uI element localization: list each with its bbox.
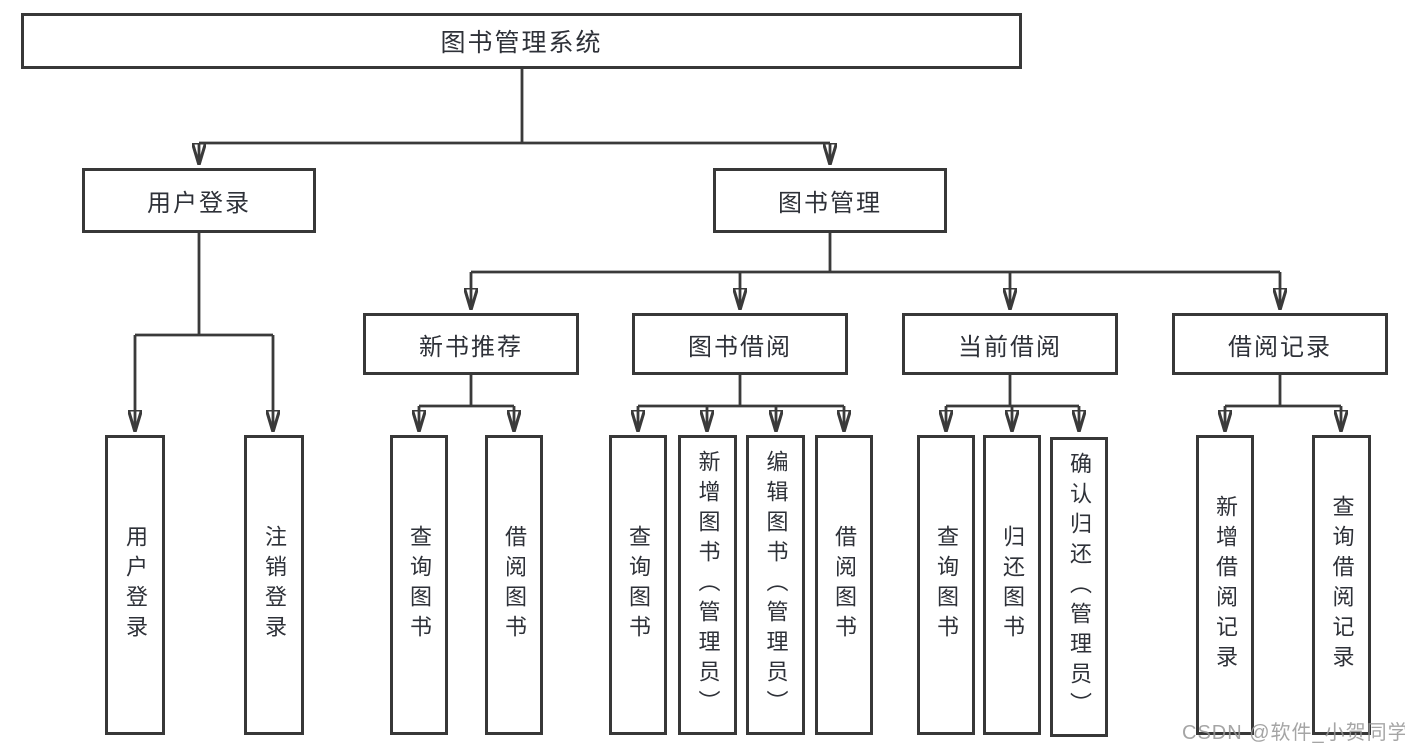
node-leaf-rec-query-record-label: 查询借阅记录: [1329, 495, 1355, 675]
node-book-management: 图书管理: [713, 168, 947, 233]
node-leaf-bb-edit-books-admin: 编辑图书（管理员）: [746, 435, 805, 735]
node-current-borrow: 当前借阅: [902, 313, 1118, 375]
node-leaf-user-login: 用户登录: [105, 435, 165, 735]
node-leaf-bb-borrow-books-label: 借阅图书: [832, 525, 857, 645]
node-leaf-bb-borrow-books: 借阅图书: [815, 435, 873, 735]
node-book-management-label: 图书管理: [778, 190, 882, 217]
node-leaf-nb-borrow-books-label: 借阅图书: [502, 525, 527, 645]
node-new-book-recommend-label: 新书推荐: [419, 333, 523, 361]
node-leaf-logout-label: 注销登录: [262, 525, 287, 645]
node-user-login-label: 用户登录: [147, 190, 251, 217]
node-book-borrow: 图书借阅: [632, 313, 848, 375]
node-root-label: 图书管理系统: [440, 29, 603, 57]
csdn-watermark: CSDN @软件_小贺同学: [1182, 722, 1405, 744]
node-book-borrow-label: 图书借阅: [688, 333, 792, 361]
node-leaf-rec-add-record-label: 新增借阅记录: [1213, 495, 1238, 675]
node-leaf-user-login-label: 用户登录: [123, 525, 148, 645]
node-leaf-rec-add-record: 新增借阅记录: [1196, 435, 1254, 735]
node-leaf-bb-add-books-admin: 新增图书（管理员）: [678, 435, 737, 735]
node-leaf-bb-edit-books-admin-label: 编辑图书（管理员）: [763, 450, 789, 720]
node-user-login: 用户登录: [82, 168, 316, 233]
node-leaf-bb-query-books: 查询图书: [609, 435, 667, 735]
node-leaf-cb-confirm-return-admin: 确认归还（管理员）: [1050, 437, 1108, 737]
node-leaf-cb-query-books-label: 查询图书: [934, 525, 959, 645]
node-new-book-recommend: 新书推荐: [363, 313, 579, 375]
node-borrow-records-label: 借阅记录: [1228, 333, 1332, 361]
node-leaf-logout: 注销登录: [244, 435, 304, 735]
node-leaf-rec-query-record: 查询借阅记录: [1312, 435, 1371, 735]
node-leaf-cb-return-books: 归还图书: [983, 435, 1041, 735]
node-current-borrow-label: 当前借阅: [958, 333, 1062, 361]
node-leaf-bb-query-books-label: 查询图书: [626, 525, 651, 645]
node-leaf-cb-query-books: 查询图书: [917, 435, 975, 735]
node-leaf-bb-add-books-admin-label: 新增图书（管理员）: [695, 450, 721, 720]
node-borrow-records: 借阅记录: [1172, 313, 1388, 375]
node-leaf-nb-query-books-label: 查询图书: [407, 525, 432, 645]
node-leaf-cb-confirm-return-admin-label: 确认归还（管理员）: [1067, 452, 1092, 722]
node-leaf-cb-return-books-label: 归还图书: [1000, 525, 1025, 645]
node-root-system: 图书管理系统: [21, 13, 1022, 69]
node-leaf-nb-borrow-books: 借阅图书: [485, 435, 543, 735]
node-leaf-nb-query-books: 查询图书: [390, 435, 448, 735]
